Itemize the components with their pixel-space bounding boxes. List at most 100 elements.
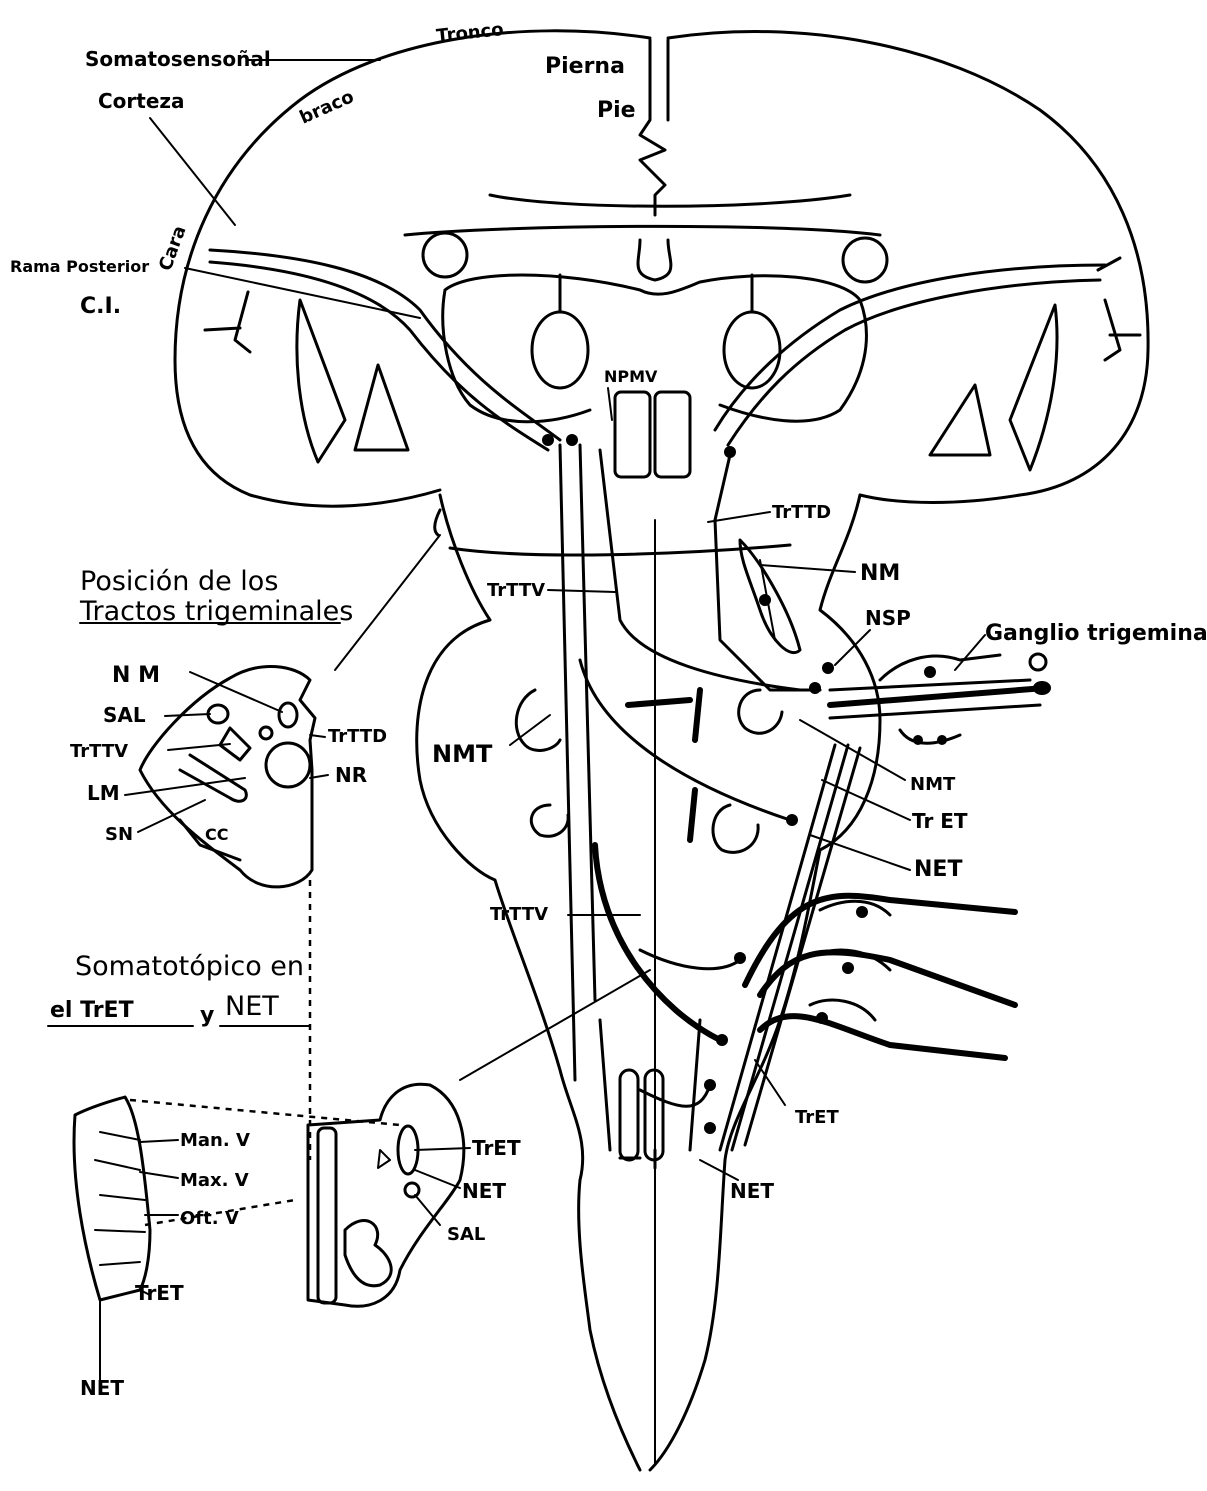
nerve-ganglion-cell-1: [856, 906, 868, 918]
medulla-inset-sal: [405, 1183, 419, 1197]
somatotopic-title-2b: y: [200, 1003, 214, 1028]
medulla-inset-leader-sal: [415, 1195, 440, 1225]
medulla-inset-label-tret: TrET: [472, 1136, 521, 1160]
label-nm: NM: [860, 561, 900, 586]
left-caudate: [423, 233, 467, 277]
medulla-inset-leader-tret: [415, 1148, 470, 1150]
spinal-trigeminal-fiber: [595, 845, 720, 1040]
trigeminal-root-main: [830, 688, 1045, 705]
right-globus-pallidus: [930, 385, 990, 455]
nerve-ganglion-cell-3: [816, 1012, 828, 1024]
ganglion-cell-3: [937, 735, 947, 745]
medulla-inset-outline: [308, 1084, 464, 1306]
cranial-nerve-fiber-2: [760, 952, 1015, 1005]
ventral-trigeminothalamic-upper: [600, 450, 800, 690]
brainstem-left-edge: [417, 495, 640, 1470]
right-caudate: [843, 238, 887, 282]
vpm-cell-1: [542, 434, 554, 446]
left-globus-pallidus: [355, 365, 408, 450]
spinal-nucleus-cell-2: [734, 952, 746, 964]
label-nmt-left: NMT: [432, 740, 493, 768]
label-npmv: NPMV: [604, 367, 658, 386]
lateral-ventricle-roof: [405, 226, 880, 235]
left-putamen: [297, 300, 345, 462]
somatotopic-lamina-lines: [95, 1132, 145, 1265]
spinal-nucleus-cell-3: [716, 1034, 728, 1046]
label-trttv-lower: TrTTV: [490, 904, 548, 925]
label-brazo: braco: [296, 86, 357, 128]
right-insula: [1105, 300, 1140, 360]
label-somatosensory: Somatosensoñal: [85, 47, 271, 71]
midbrain-left-block: [615, 392, 650, 477]
vpm-cell-right: [724, 446, 736, 458]
inset-label-trttv: TrTTV: [70, 741, 128, 762]
ganglion-peripheral-dot: [1033, 681, 1051, 695]
medulla-inset-column: [318, 1128, 336, 1303]
inset-leader-sn: [138, 800, 205, 832]
spinal-trigeminal-tract-1: [720, 745, 835, 1150]
medulla-borders: [600, 1020, 700, 1150]
corona-radiata-right: [715, 265, 1105, 430]
principal-sensory-cell-2: [809, 682, 821, 694]
somatotopic-label-net: NET: [80, 1376, 124, 1400]
inset-tracts-title-2: Tractos trigeminales: [79, 596, 353, 627]
principal-sensory-cell-1: [822, 662, 834, 674]
spinal-nucleus-cell-4: [704, 1079, 716, 1091]
ganglion-cell-2: [913, 735, 923, 745]
label-pierna: Pierna: [545, 54, 625, 79]
ganglion-bump: [880, 655, 1000, 680]
inset-label-lm: LM: [87, 781, 120, 805]
leader-npmv: [608, 388, 612, 420]
inset-label-sn: SN: [105, 824, 133, 845]
somatotopic-label-man: Man. V: [180, 1130, 250, 1151]
inset-label-cc: CC: [205, 825, 228, 844]
label-net-lower: NET: [730, 1179, 774, 1203]
inset-leader-sal: [165, 714, 210, 716]
inset-label-sal: SAL: [103, 703, 146, 727]
dark-fiber-horizontal: [628, 700, 690, 705]
label-cara: Cara: [155, 223, 191, 274]
cerebral-peduncle-notch: [435, 510, 440, 535]
corona-radiata-left: [210, 250, 560, 440]
somatotopic-label-tret: TrET: [135, 1281, 184, 1305]
left-thalamic-nucleus: [532, 312, 588, 388]
inset-label-nm: N M: [112, 663, 160, 688]
inset-tracts-title-1: Posición de los: [80, 566, 278, 597]
lower-crossing-fiber: [640, 1085, 710, 1106]
motor-nucleus-left: [516, 690, 560, 750]
label-net-right: NET: [914, 857, 962, 882]
cranial-nerve-fiber-3: [760, 1016, 1005, 1058]
inset-label-nr: NR: [335, 763, 367, 787]
label-trttd: TrTTD: [772, 502, 831, 523]
leader-man: [140, 1140, 178, 1142]
label-tret-lower: TrET: [795, 1107, 839, 1128]
lower-nucleus-left: [531, 805, 568, 836]
corona-radiata-left-inner: [210, 262, 548, 450]
medulla-inset-label-sal: SAL: [447, 1224, 485, 1245]
corpus-callosum: [490, 195, 850, 206]
somatotopic-title-2c: NET: [225, 991, 279, 1022]
left-insula: [205, 292, 250, 352]
medulla-inset-leader-net: [415, 1170, 460, 1188]
brainstem-right-edge: [650, 495, 880, 1470]
mesencephalic-nucleus-outline: [740, 540, 800, 653]
label-trttv-upper: TrTTV: [487, 580, 545, 601]
somatotopic-label-oft: Oft. V: [180, 1208, 239, 1229]
lower-ganglion-arc: [900, 730, 960, 743]
vpm-cell-2: [566, 434, 578, 446]
ganglion-cell: [924, 666, 936, 678]
medial-lemniscus-left: [560, 445, 595, 1080]
right-thalamic-nucleus: [724, 312, 780, 388]
nerve-ganglion-arcs: [810, 901, 890, 1020]
dorsal-trigeminothalamic-tract: [715, 455, 820, 690]
somatotopic-title-1: Somatotópico en: [75, 951, 304, 982]
label-tronco: Tronco: [435, 19, 504, 47]
midbrain-right-block: [655, 392, 690, 477]
inset-tract-dot: [260, 727, 272, 739]
medulla-column-1: [620, 1070, 638, 1160]
third-ventricle-top: [638, 240, 671, 280]
label-nsp: NSP: [865, 606, 911, 630]
inset-nr-circle: [266, 743, 310, 787]
pathways: [210, 250, 1105, 1168]
